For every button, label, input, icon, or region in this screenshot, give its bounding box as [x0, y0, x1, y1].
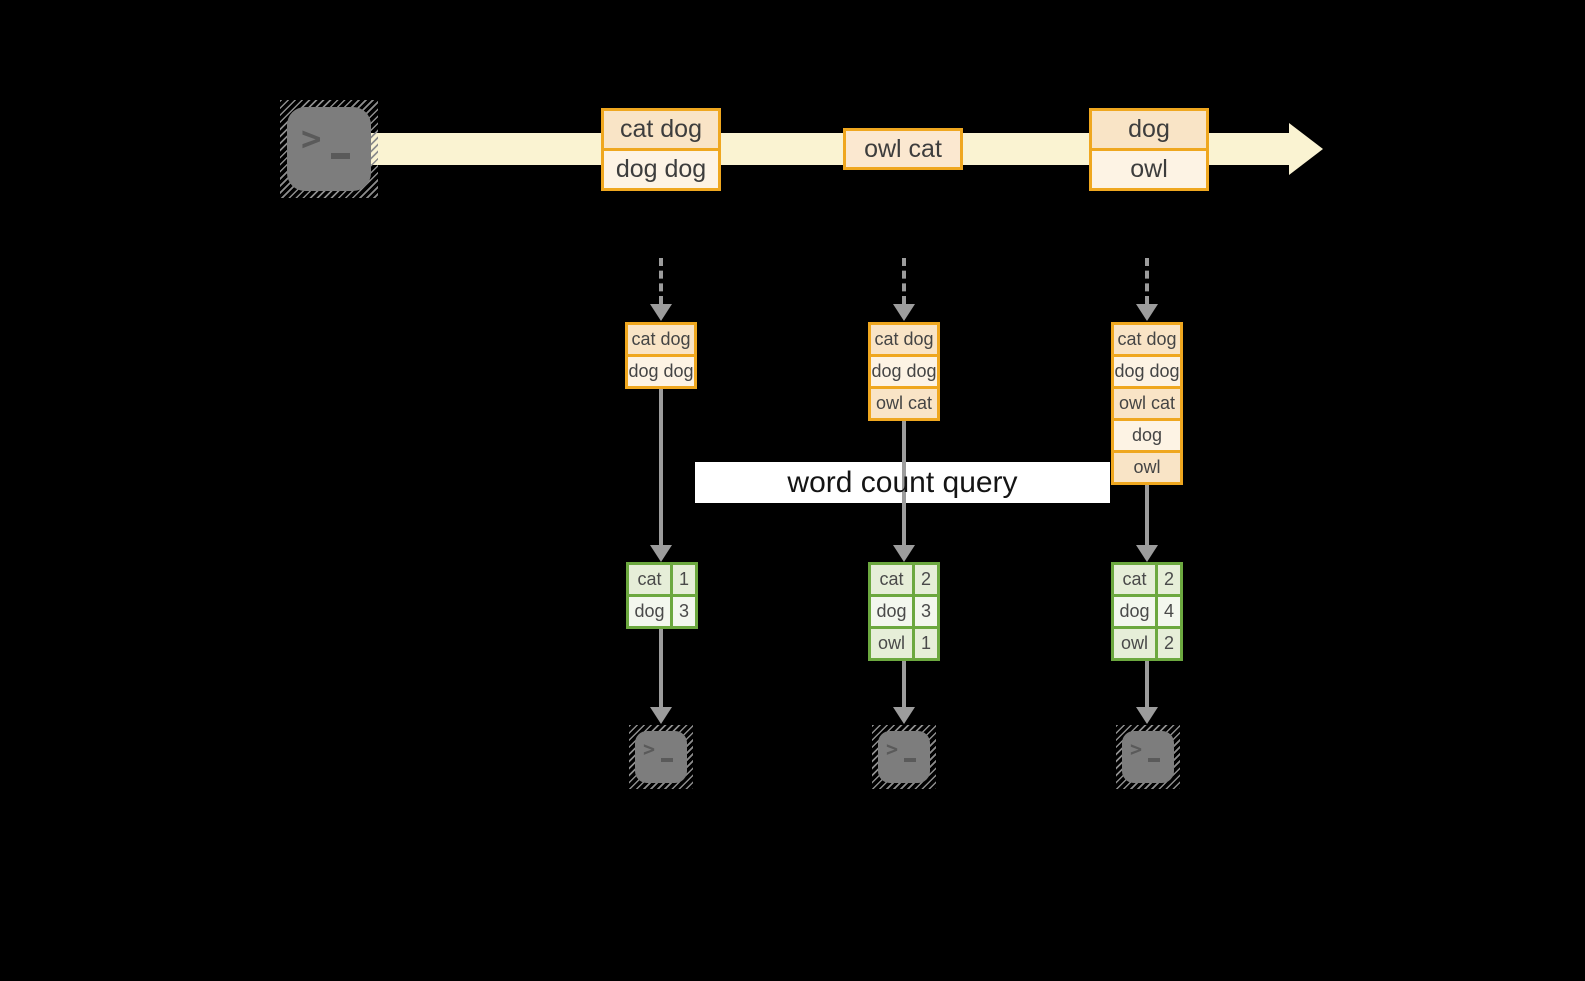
- prompt-chevron-icon: >: [301, 119, 322, 159]
- buffer-text: dog dog: [1114, 357, 1180, 389]
- word-cell: owl: [871, 629, 915, 658]
- word-cell: dog: [629, 597, 673, 626]
- count-cell: 1: [915, 629, 937, 658]
- query-arrow-line: [659, 389, 663, 546]
- buffer-text: cat dog: [1114, 325, 1180, 357]
- word-cell: dog: [871, 597, 915, 626]
- prompt-underscore-icon: [904, 758, 916, 762]
- ingest-arrowhead: [1136, 304, 1158, 321]
- buffer-text: dog dog: [628, 357, 694, 386]
- table-row: dog 3: [629, 597, 695, 626]
- prompt-underscore-icon: [1148, 758, 1160, 762]
- output-arrow-line: [659, 629, 663, 708]
- event-text: owl: [1092, 151, 1206, 188]
- count-cell: 2: [1158, 565, 1180, 594]
- table-row: cat 2: [1114, 565, 1180, 597]
- terminal-screen: >: [287, 107, 371, 191]
- buffer-box-2: cat dog dog dog owl cat: [868, 322, 940, 421]
- prompt-underscore-icon: [331, 153, 350, 159]
- buffer-text: owl: [1114, 453, 1180, 482]
- event-text: dog dog: [604, 151, 718, 188]
- table-row: dog 3: [871, 597, 937, 629]
- query-arrowhead: [1136, 545, 1158, 562]
- ingest-dashed-arrow-line: [659, 258, 663, 304]
- event-text: cat dog: [604, 111, 718, 151]
- query-arrow-line: [1145, 485, 1149, 546]
- count-cell: 3: [915, 597, 937, 626]
- output-arrow-line: [1145, 661, 1149, 708]
- table-row: owl 2: [1114, 629, 1180, 658]
- prompt-chevron-icon: >: [1130, 737, 1143, 761]
- terminal-output-icon-3: >: [1116, 725, 1180, 789]
- word-cell: cat: [629, 565, 673, 594]
- buffer-text: owl cat: [1114, 389, 1180, 421]
- word-cell: dog: [1114, 597, 1158, 626]
- terminal-output-icon-2: >: [872, 725, 936, 789]
- stream-event-box-3: dog owl: [1089, 108, 1209, 191]
- count-table-1: cat 1 dog 3: [626, 562, 698, 629]
- output-arrow-line: [902, 661, 906, 708]
- prompt-chevron-icon: >: [643, 737, 656, 761]
- output-arrowhead: [1136, 707, 1158, 724]
- word-cell: cat: [1114, 565, 1158, 594]
- terminal-screen: >: [1122, 731, 1174, 783]
- query-arrowhead: [893, 545, 915, 562]
- buffer-text: cat dog: [628, 325, 694, 357]
- count-cell: 2: [915, 565, 937, 594]
- buffer-text: cat dog: [871, 325, 937, 357]
- output-arrowhead: [650, 707, 672, 724]
- prompt-underscore-icon: [661, 758, 673, 762]
- count-table-3: cat 2 dog 4 owl 2: [1111, 562, 1183, 661]
- output-arrowhead: [893, 707, 915, 724]
- count-cell: 4: [1158, 597, 1180, 626]
- buffer-box-3: cat dog dog dog owl cat dog owl: [1111, 322, 1183, 485]
- event-text: dog: [1092, 111, 1206, 151]
- terminal-screen: >: [878, 731, 930, 783]
- count-cell: 1: [673, 565, 695, 594]
- prompt-chevron-icon: >: [886, 737, 899, 761]
- terminal-source-icon: >: [280, 100, 378, 198]
- ingest-arrowhead: [893, 304, 915, 321]
- stream-event-box-1: cat dog dog dog: [601, 108, 721, 191]
- query-arrow-line: [902, 421, 906, 546]
- terminal-output-icon-1: >: [629, 725, 693, 789]
- stream-arrowhead: [1289, 123, 1323, 175]
- count-cell: 3: [673, 597, 695, 626]
- word-cell: cat: [871, 565, 915, 594]
- query-arrowhead: [650, 545, 672, 562]
- buffer-text: owl cat: [871, 389, 937, 418]
- ingest-dashed-arrow-line: [1145, 258, 1149, 304]
- ingest-arrowhead: [650, 304, 672, 321]
- count-cell: 2: [1158, 629, 1180, 658]
- query-label: word count query: [787, 466, 1018, 499]
- stream-event-box-2: owl cat: [843, 128, 963, 170]
- table-row: cat 2: [871, 565, 937, 597]
- table-row: dog 4: [1114, 597, 1180, 629]
- table-row: owl 1: [871, 629, 937, 658]
- buffer-text: dog: [1114, 421, 1180, 453]
- word-cell: owl: [1114, 629, 1158, 658]
- buffer-box-1: cat dog dog dog: [625, 322, 697, 389]
- ingest-dashed-arrow-line: [902, 258, 906, 304]
- count-table-2: cat 2 dog 3 owl 1: [868, 562, 940, 661]
- event-text: owl cat: [846, 131, 960, 167]
- terminal-screen: >: [635, 731, 687, 783]
- buffer-text: dog dog: [871, 357, 937, 389]
- table-row: cat 1: [629, 565, 695, 597]
